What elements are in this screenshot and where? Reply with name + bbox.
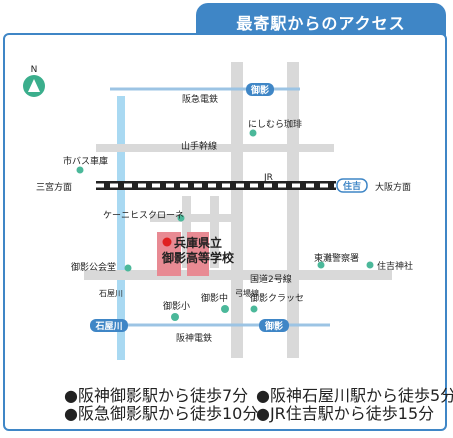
hanshin-line-label: 阪神電鉄 xyxy=(176,332,212,344)
junior-school-icon xyxy=(221,305,229,313)
classe-dot xyxy=(250,305,258,313)
school-marker xyxy=(162,237,172,247)
north-arrow-icon xyxy=(28,79,40,92)
kodo-dot xyxy=(124,264,132,272)
school-name-line1: 兵庫県立 xyxy=(174,235,222,250)
station-hankyu-mikage-label: 御影 xyxy=(250,84,269,96)
map-panel xyxy=(3,33,447,431)
junior-school-label: 御影中 xyxy=(201,292,228,304)
elem-school-icon xyxy=(171,313,179,321)
kanebo-label: ケーニヒスクローネ xyxy=(103,210,184,221)
bus-depot-dot xyxy=(76,166,84,174)
police-label: 東灘警察署 xyxy=(314,252,359,264)
jr-line-label: JR xyxy=(263,173,273,183)
shrine-dot xyxy=(366,261,374,269)
access-item: ●阪神石屋川駅から徒歩5分 xyxy=(256,386,453,405)
station-jr-sumiyoshi xyxy=(336,178,368,193)
kokudo2-label: 国道2号線 xyxy=(250,273,292,285)
road-vertical-east xyxy=(287,62,299,358)
bus-depot-label: 市バス車庫 xyxy=(63,155,108,167)
road-horizontal-kanebo xyxy=(150,214,242,222)
station-hanshin-mikage xyxy=(259,319,289,332)
yamate-line-label: 山手幹線 xyxy=(181,140,217,152)
shrine-label: 住吉神社 xyxy=(377,260,413,272)
station-hankyu-mikage xyxy=(246,83,274,96)
station-hanshin-ishiyagawa-label: 石屋川 xyxy=(94,321,122,332)
access-item: ●JR住吉駅から徒歩15分 xyxy=(256,404,435,423)
station-hanshin-ishiyagawa xyxy=(90,319,128,332)
direction-east: 大阪方面 xyxy=(375,181,411,193)
ishiyagawa-river xyxy=(117,96,125,360)
river-label: 石屋川 xyxy=(99,289,123,298)
nishimura-label: にしむら珈琲 xyxy=(248,118,302,130)
road-school-east-side xyxy=(210,196,219,268)
kodo-label: 御影公会堂 xyxy=(71,261,116,273)
access-item: ●阪急御影駅から徒歩10分 xyxy=(64,404,259,423)
yamate-kansen-road xyxy=(96,144,334,152)
school-name-line2: 御影高等学校 xyxy=(161,250,235,265)
page-title: 最寄駅からのアクセス xyxy=(236,13,406,33)
kanebo-dot xyxy=(177,214,185,222)
hankyu-line-label: 阪急電鉄 xyxy=(182,93,218,105)
nishimura-dot xyxy=(249,129,257,137)
school-building-east xyxy=(187,232,209,276)
classe-label: 御影クラッセ xyxy=(250,292,304,304)
elem-school-label: 御影小 xyxy=(163,300,190,312)
road-school-middle xyxy=(182,196,191,268)
yumichi-road-label: 弓場線 xyxy=(235,288,259,298)
road-vertical-center xyxy=(231,62,243,358)
station-hanshin-mikage-label: 御影 xyxy=(264,320,283,332)
access-item: ●阪神御影駅から徒歩7分 xyxy=(64,386,249,405)
police-dot xyxy=(317,261,325,269)
station-jr-sumiyoshi-label: 住吉 xyxy=(343,180,361,192)
compass-label: N xyxy=(31,65,38,75)
direction-west: 三宮方面 xyxy=(36,181,72,193)
kokudo2-road xyxy=(84,270,392,280)
